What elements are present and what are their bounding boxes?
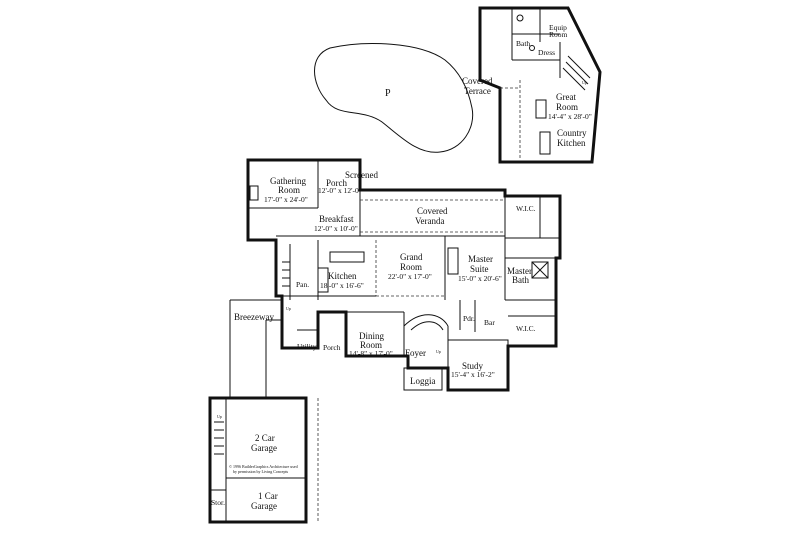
- utility-label: Utility: [297, 342, 317, 351]
- copyright-notice: © 1996 BuilderGraphics Architecture used: [229, 464, 298, 469]
- covered-terrace-label: Covered: [462, 76, 493, 86]
- loggia-label: Loggia: [410, 376, 436, 386]
- great-room-label: Great: [556, 92, 576, 102]
- grand-room-label: Room: [400, 262, 422, 272]
- garage-up-label: Up: [217, 414, 222, 419]
- gathering-room-label: Gathering: [270, 176, 306, 186]
- foyer-label: Foyer: [405, 348, 426, 358]
- covered-veranda-label: Veranda: [415, 216, 444, 226]
- breakfast-label: Breakfast: [319, 214, 354, 224]
- pantry-label: Pan.: [296, 280, 309, 289]
- gathering-room-dims: 17'-0" x 24'-0": [264, 195, 308, 204]
- two-car-garage-label: Garage: [251, 443, 277, 453]
- master-bath-label: Master: [507, 266, 532, 276]
- dining-room-label: Room: [360, 340, 382, 350]
- pool-outline: [314, 43, 474, 153]
- storage-label: Stor.: [211, 498, 225, 507]
- grand-room-label: Grand: [400, 252, 423, 262]
- pdr-label: Pdr.: [463, 314, 475, 323]
- main-house: [246, 158, 562, 392]
- breezeway-label: Breezeway: [234, 312, 274, 322]
- screened-porch-dims: 12'-0" x 12'-0": [318, 186, 362, 195]
- great-room-label: Room: [556, 102, 578, 112]
- cabana: [478, 6, 602, 164]
- pool-label: P: [385, 88, 391, 99]
- great-room-dims: 14'-4" x 28'-0": [548, 112, 592, 121]
- study-dims: 15'-4" x 16'-2": [451, 370, 495, 379]
- dress-label: Dress: [538, 48, 555, 57]
- breakfast-dims: 12'-0" x 10'-0": [314, 224, 358, 233]
- master-suite-label: Suite: [470, 264, 489, 274]
- stair-up-label: Up: [436, 349, 441, 354]
- screened-porch-label: Porch: [326, 178, 347, 188]
- two-car-garage-label: 2 Car: [255, 433, 275, 443]
- covered-veranda-label: Covered: [417, 206, 448, 216]
- master-bath-label: Bath: [512, 275, 529, 285]
- master-suite-dims: 15'-0" x 20'-6": [458, 274, 502, 283]
- wic-top-label: W.I.C.: [516, 204, 536, 213]
- copyright-notice: by permission by Living Concepts: [233, 469, 289, 474]
- grand-room-dims: 22'-0" x 17'-0": [388, 272, 432, 281]
- one-car-garage-label: 1 Car: [258, 491, 278, 501]
- garage: [208, 396, 319, 524]
- dining-room-dims: 14'-8" x 17'-0": [349, 349, 393, 358]
- screened-porch-label: Screened: [345, 170, 378, 180]
- wic-bottom-label: W.I.C.: [516, 324, 536, 333]
- main-up-label: Up: [286, 306, 291, 311]
- kitchen-dims: 18'-0" x 16'-6": [320, 281, 364, 290]
- country-kitchen-label: Kitchen: [557, 138, 586, 148]
- study-label: Study: [462, 361, 484, 371]
- kitchen-label: Kitchen: [328, 271, 357, 281]
- covered-terrace-label: Terrace: [464, 86, 491, 96]
- country-kitchen-label: Country: [557, 128, 587, 138]
- master-suite-label: Master: [468, 254, 493, 264]
- porch-label: Porch: [323, 343, 341, 352]
- cabana-up-label: Up: [582, 80, 587, 85]
- bath-label: Bath: [516, 39, 530, 48]
- gathering-room-label: Room: [278, 185, 300, 195]
- bar-label: Bar: [484, 318, 495, 327]
- one-car-garage-label: Garage: [251, 501, 277, 511]
- dining-room-label: Dining: [359, 331, 385, 341]
- equip-room-label: Room: [549, 30, 568, 39]
- equip-room-label: Equip: [549, 23, 567, 32]
